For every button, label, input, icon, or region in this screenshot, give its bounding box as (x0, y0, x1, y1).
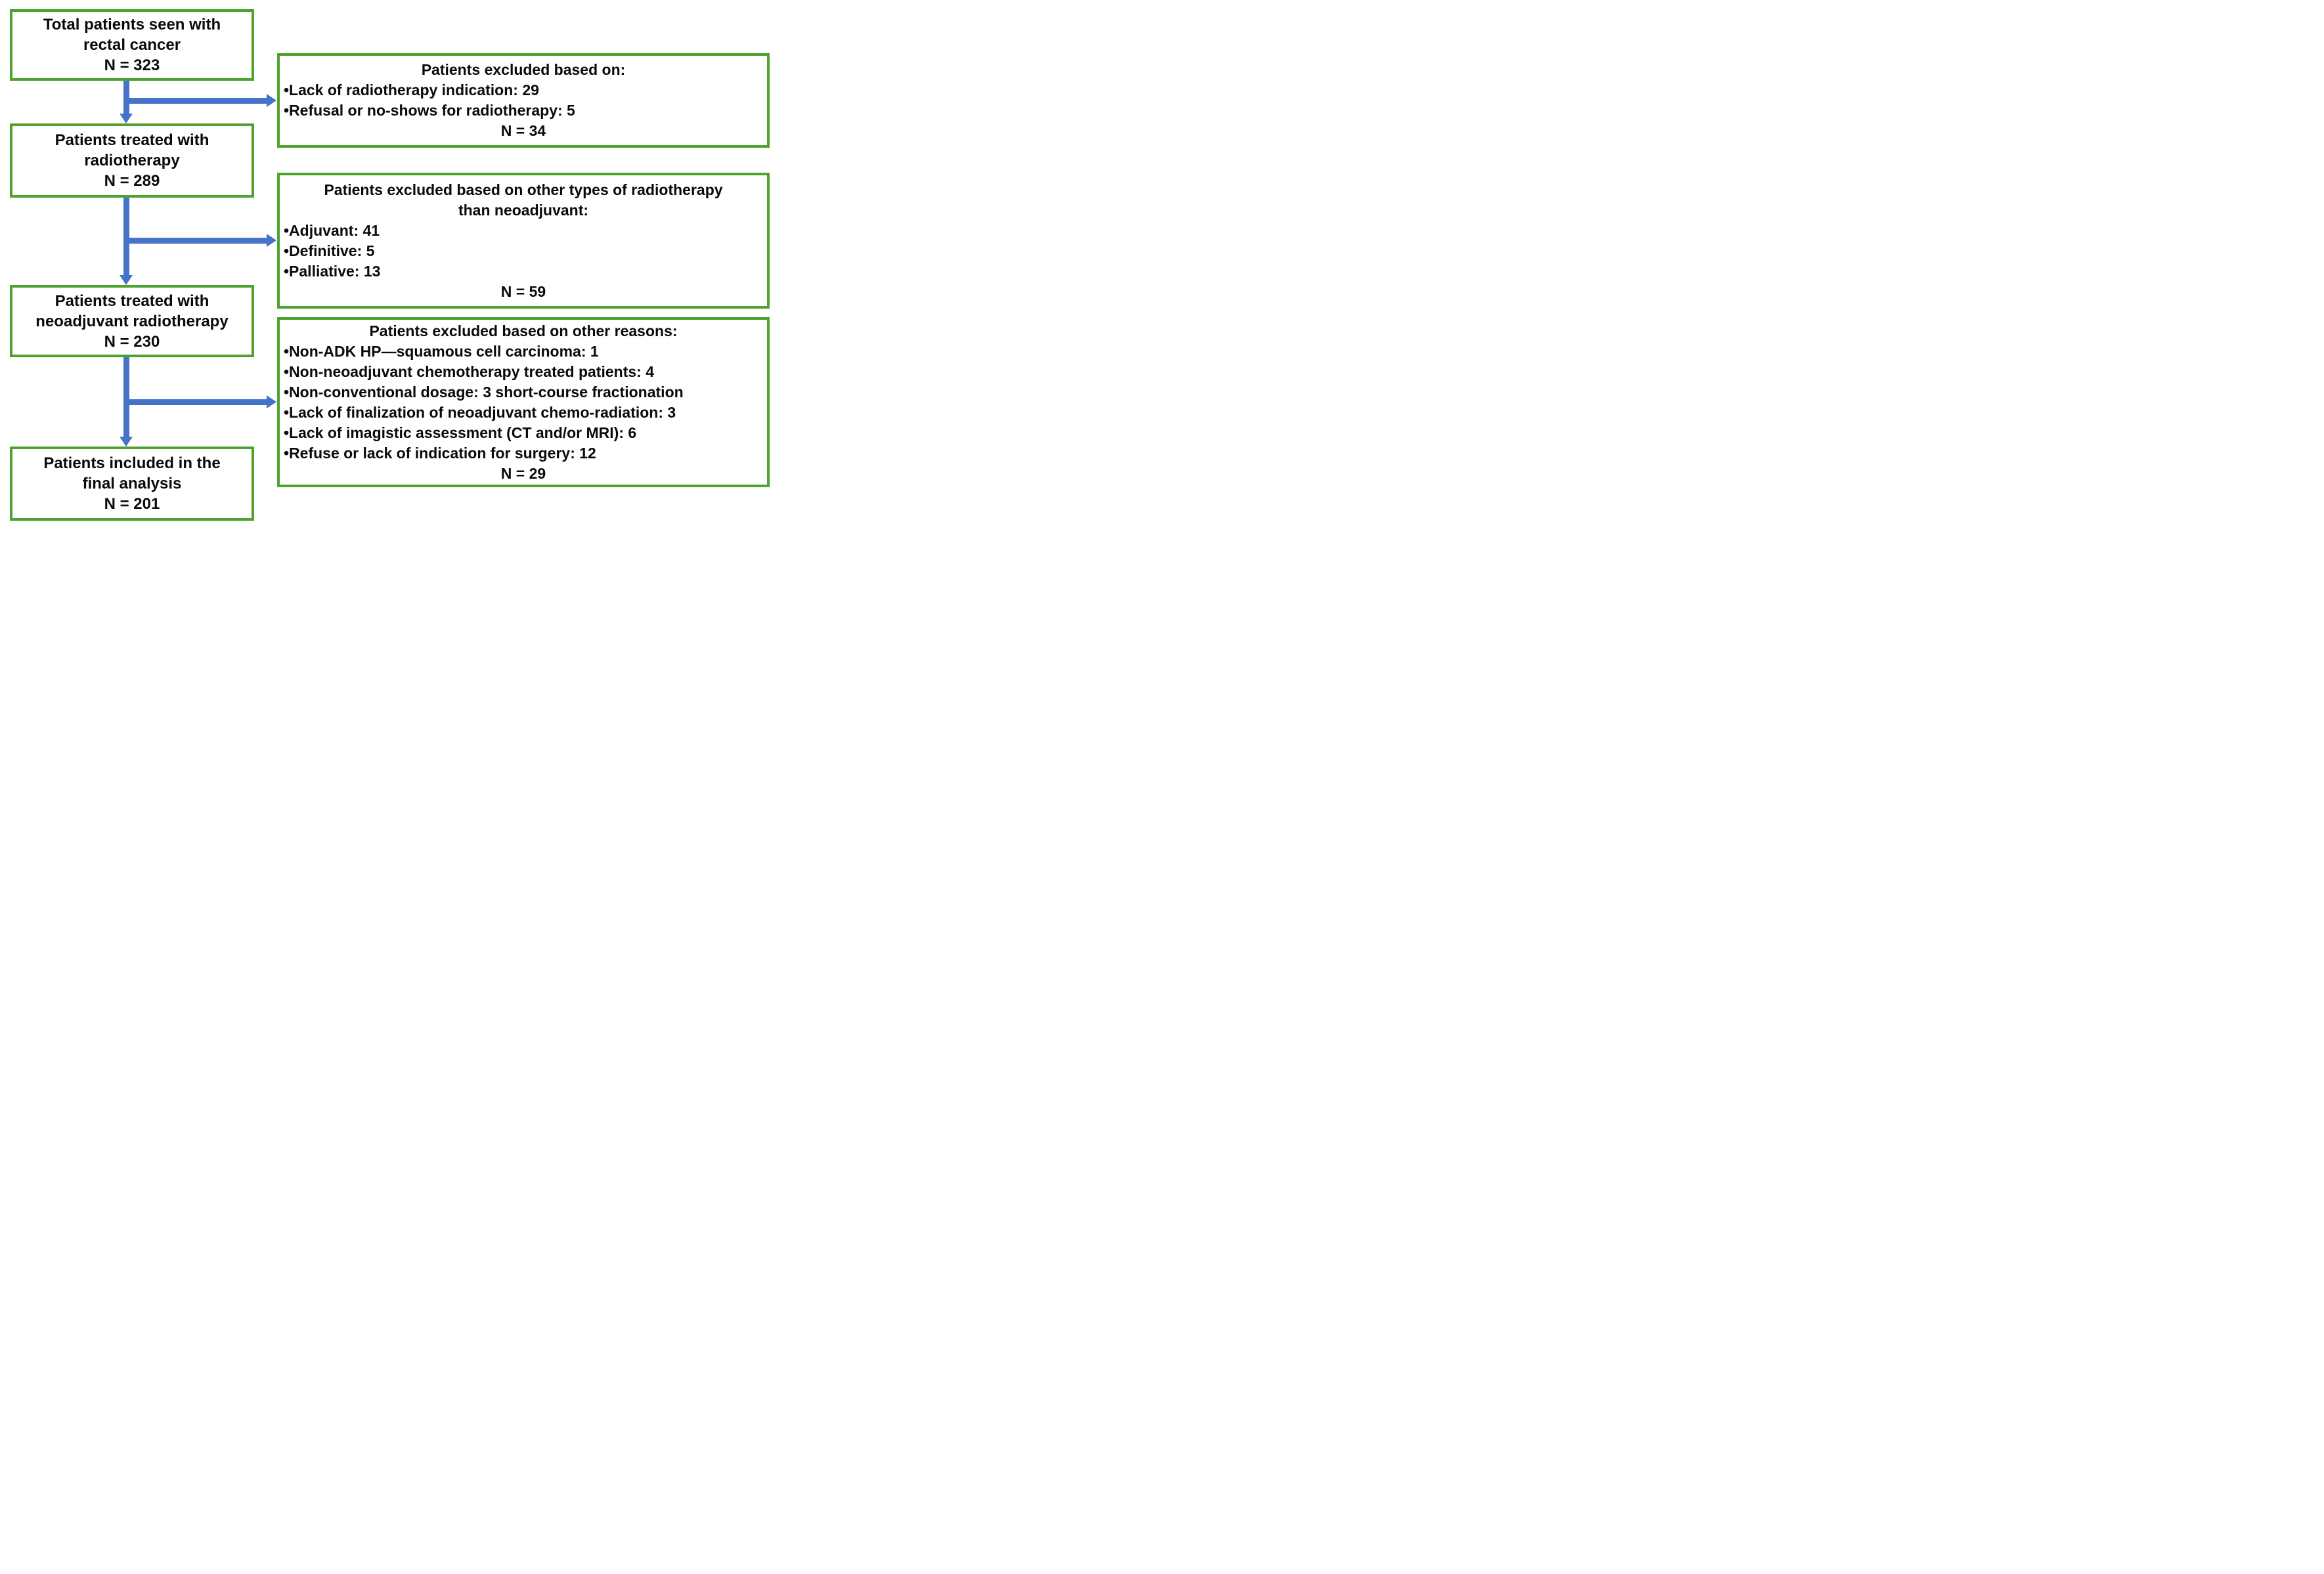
exclusion-item: •Adjuvant: 41 (284, 221, 380, 239)
exclusion-title: than neoadjuvant: (458, 201, 589, 219)
patient-flow-diagram: Total patients seen with rectal cancer N… (0, 0, 775, 525)
arrow-right-3-shaft (123, 399, 267, 405)
exclusion-item: •Refuse or lack of indication for surger… (284, 444, 596, 462)
exclusion-item: •Non-conventional dosage: 3 short-course… (284, 383, 684, 401)
box-line: Patients included in the (43, 454, 221, 472)
exclusion-item: •Palliative: 13 (284, 262, 381, 280)
exclusion-item: •Refusal or no-shows for radiotherapy: 5 (284, 102, 575, 119)
box-excluded-other-radiotherapy-types: Patients excluded based on other types o… (277, 173, 770, 309)
exclusion-item: •Non-neoadjuvant chemotherapy treated pa… (284, 362, 654, 380)
arrow-down-3-head (120, 437, 133, 447)
box-excluded-before-radiotherapy: Patients excluded based on: •Lack of rad… (277, 53, 770, 148)
box-line: Patients treated with (55, 131, 209, 149)
arrow-right-1-head (267, 94, 276, 107)
exclusion-title: Patients excluded based on other types o… (324, 181, 723, 198)
exclusion-item: •Definitive: 5 (284, 242, 375, 259)
arrow-right-3-head (267, 395, 276, 408)
arrow-down-3-shaft (123, 357, 129, 437)
box-count: N = 289 (104, 172, 160, 190)
box-line: neoadjuvant radiotherapy (35, 312, 229, 330)
box-line: Patients treated with (55, 292, 209, 310)
box-line: Total patients seen with (43, 16, 221, 33)
exclusion-item: •Lack of imagistic assessment (CT and/or… (284, 424, 637, 441)
arrow-down-1-head (120, 114, 133, 123)
exclusion-total: N = 59 (500, 282, 546, 300)
box-count: N = 323 (104, 56, 160, 74)
box-treated-radiotherapy: Patients treated with radiotherapy N = 2… (10, 123, 254, 198)
exclusion-title: Patients excluded based on other reasons… (369, 322, 678, 339)
box-line: rectal cancer (83, 36, 181, 54)
box-final-analysis: Patients included in the final analysis … (10, 447, 254, 521)
exclusion-title: Patients excluded based on: (421, 61, 626, 78)
arrow-right-2-shaft (123, 238, 267, 244)
box-treated-neoadjuvant: Patients treated with neoadjuvant radiot… (10, 285, 254, 357)
box-total-patients: Total patients seen with rectal cancer N… (10, 9, 254, 81)
arrow-right-2-head (267, 234, 276, 247)
arrow-right-1-shaft (123, 98, 267, 104)
arrow-down-2-shaft (123, 198, 129, 275)
exclusion-item: •Non-ADK HP—squamous cell carcinoma: 1 (284, 342, 599, 360)
exclusion-total: N = 29 (500, 464, 546, 482)
arrow-down-2-head (120, 275, 133, 285)
box-line: final analysis (82, 475, 182, 492)
box-count: N = 230 (104, 332, 160, 351)
exclusion-item: •Lack of finalization of neoadjuvant che… (284, 403, 676, 421)
box-excluded-other-reasons: Patients excluded based on other reasons… (277, 317, 770, 487)
arrow-down-1-shaft (123, 81, 129, 114)
box-count: N = 201 (104, 495, 160, 513)
box-line: radiotherapy (84, 152, 180, 169)
exclusion-item: •Lack of radiotherapy indication: 29 (284, 81, 539, 98)
exclusion-total: N = 34 (500, 122, 546, 139)
